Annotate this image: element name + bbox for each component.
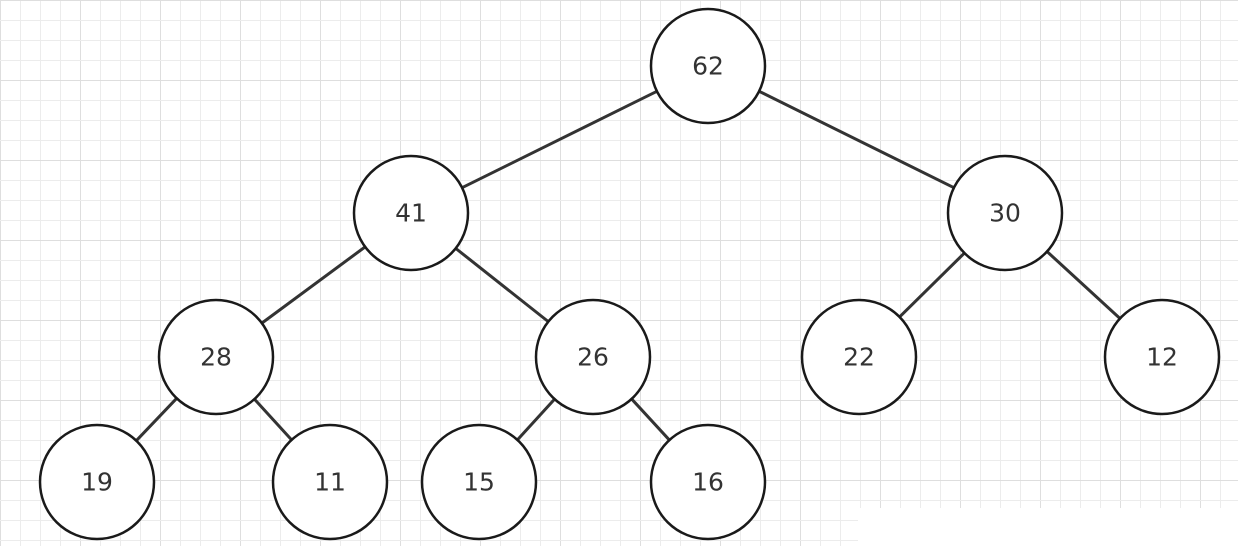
node-circle: [271, 423, 389, 541]
node-circle: [800, 298, 918, 416]
edge-26-15: [516, 398, 556, 441]
node-label: 12: [1146, 343, 1178, 372]
tree-node-19: 19: [38, 423, 156, 541]
node-circle: [649, 7, 767, 125]
node-circle: [534, 298, 652, 416]
edge-62-30: [758, 89, 955, 190]
node-label: 11: [314, 468, 346, 497]
node-label: 22: [843, 343, 875, 372]
node-label: 19: [81, 468, 113, 497]
edge-30-22: [898, 251, 966, 319]
node-circle: [946, 154, 1064, 272]
tree-node-11: 11: [271, 423, 389, 541]
node-circle: [1103, 298, 1221, 416]
tree-node-12: 12: [1103, 298, 1221, 416]
node-label: 30: [989, 199, 1021, 228]
edge-28-19: [135, 397, 178, 442]
nodes-layer: 62 41 30 28 26 22 12 19 11 15 16: [38, 7, 1221, 541]
edges-layer: [135, 89, 1122, 442]
tree-node-22: 22: [800, 298, 918, 416]
node-circle: [352, 154, 470, 272]
grid-blank-area: [858, 508, 1238, 546]
tree-node-30: 30: [946, 154, 1064, 272]
node-circle: [649, 423, 767, 541]
node-label: 15: [463, 468, 495, 497]
node-label: 28: [200, 343, 232, 372]
tree-node-16: 16: [649, 423, 767, 541]
edge-41-28: [260, 245, 367, 325]
edge-26-16: [630, 397, 671, 442]
node-label: 62: [692, 52, 724, 81]
tree-node-15: 15: [420, 423, 538, 541]
node-label: 26: [577, 343, 609, 372]
edge-30-12: [1045, 250, 1122, 320]
tree-node-28: 28: [157, 298, 275, 416]
node-circle: [420, 423, 538, 541]
node-label: 16: [692, 468, 724, 497]
node-label: 41: [395, 199, 427, 228]
node-circle: [157, 298, 275, 416]
tree-node-26: 26: [534, 298, 652, 416]
edge-62-41: [461, 89, 658, 190]
node-circle: [38, 423, 156, 541]
tree-node-41: 41: [352, 154, 470, 272]
edge-41-26: [454, 247, 550, 323]
edge-28-11: [253, 398, 293, 441]
tree-node-62: 62: [649, 7, 767, 125]
